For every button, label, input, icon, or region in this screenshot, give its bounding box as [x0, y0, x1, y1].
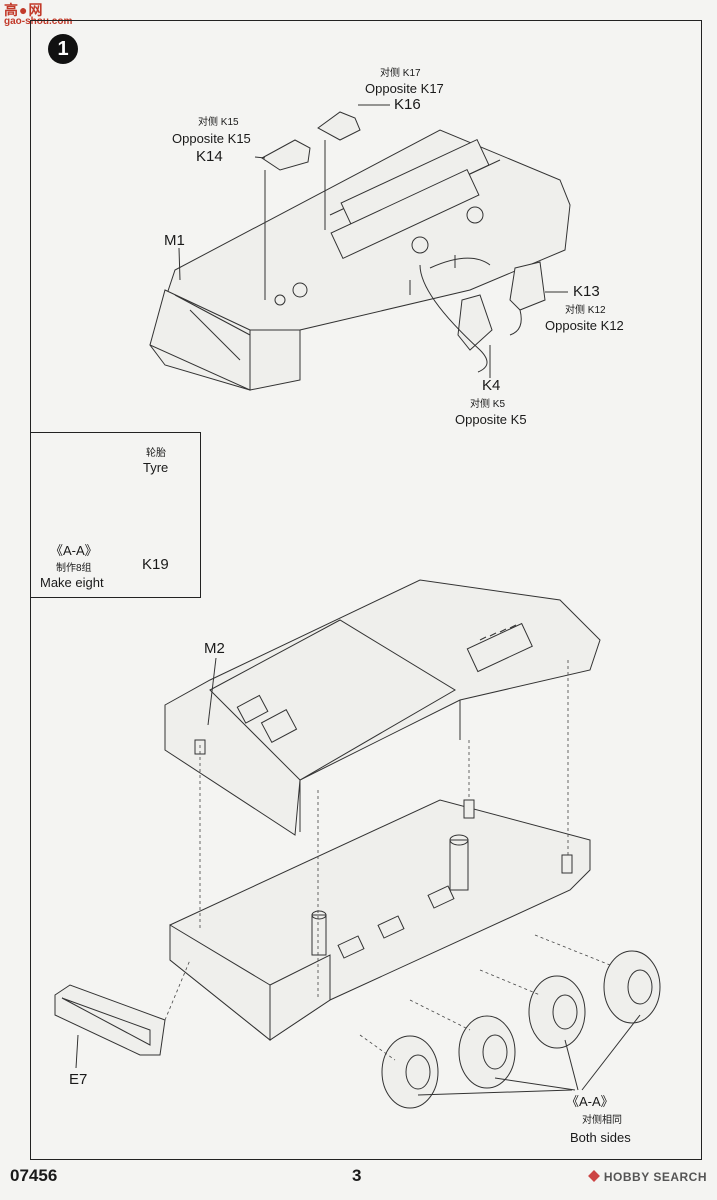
tyre-inset-box	[30, 432, 201, 598]
inset-k19: K19	[142, 556, 169, 573]
inset-make-cn: 制作8组	[56, 563, 92, 574]
label-k12-en: Opposite K12	[545, 318, 624, 333]
label-both-cn: 对侧相同	[582, 1115, 622, 1126]
label-both-en: Both sides	[570, 1130, 631, 1145]
lower-hull-drawing	[169, 739, 591, 1042]
upper-hull-drawing	[164, 579, 601, 836]
label-k14: K14	[196, 148, 223, 165]
watermark-logo: 高●网 gao-shou.com	[4, 2, 73, 28]
inset-make-en: Make eight	[40, 575, 104, 590]
label-k13: K13	[573, 283, 600, 300]
brand-logo-icon	[587, 1170, 600, 1182]
inset-tyre-cn: 轮胎	[146, 448, 166, 459]
upper-chassis-drawing	[149, 111, 571, 391]
inset-aa: 《A-A》	[50, 543, 98, 558]
e7-part-drawing	[54, 984, 166, 1056]
label-k5-en: Opposite K5	[455, 412, 527, 427]
label-k15-cn: 对侧 K15	[198, 117, 239, 128]
label-k17-en: Opposite K17	[365, 81, 444, 96]
step-number-badge: 1	[48, 34, 78, 64]
label-aa-both: 《A-A》	[566, 1094, 614, 1109]
inset-tyre-en: Tyre	[143, 460, 169, 475]
product-code: 07456	[10, 1166, 58, 1185]
page-number: 3	[352, 1166, 362, 1185]
label-m1: M1	[164, 232, 185, 249]
wheels-drawing	[381, 950, 661, 1109]
label-k4: K4	[482, 377, 501, 394]
watermark-title: 高●网	[4, 2, 44, 18]
label-k12-cn: 对侧 K12	[565, 305, 606, 316]
label-k16: K16	[394, 96, 421, 113]
watermark-url: gao-shou.com	[4, 16, 73, 27]
label-e7: E7	[69, 1071, 88, 1088]
assembly-guide-lines	[164, 660, 611, 1061]
label-k17-cn: 对侧 K17	[380, 68, 421, 79]
brand-watermark: HOBBY SEARCH	[587, 1170, 707, 1184]
label-k15-en: Opposite K15	[172, 131, 251, 146]
label-m2: M2	[204, 640, 225, 657]
brand-text: HOBBY SEARCH	[603, 1170, 707, 1184]
label-k5-cn: 对侧 K5	[470, 399, 506, 410]
